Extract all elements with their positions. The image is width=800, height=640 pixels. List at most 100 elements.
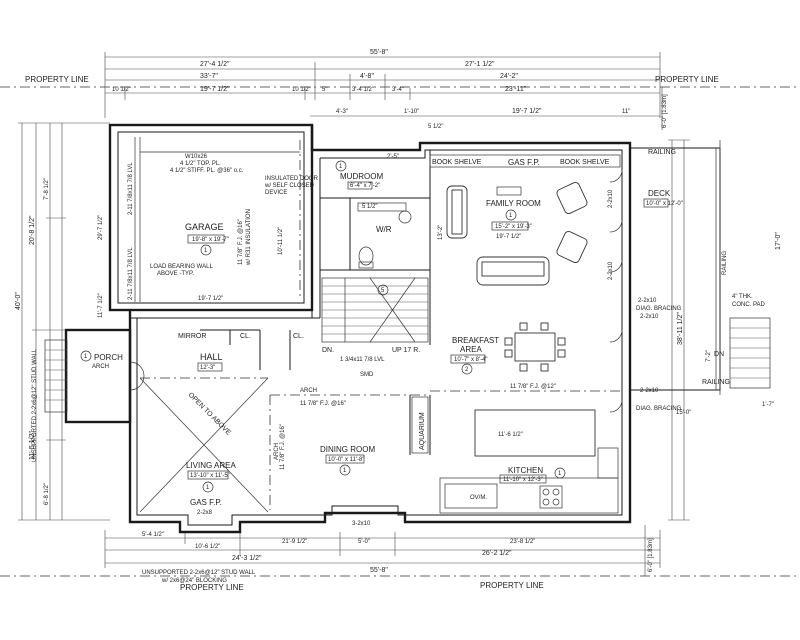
room-label: PORCH — [94, 353, 123, 362]
property-line-label: PROPERTY LINE — [480, 581, 544, 590]
room-symbol: 1 — [206, 485, 210, 491]
aquarium-label: AQUARIUM — [419, 412, 426, 450]
joist-note: 11 7/8" F.J. @16" — [238, 219, 244, 265]
beam-note: 1 3/4x11 7/8 LVL — [340, 357, 385, 363]
note: ABOVE -TYP. — [157, 271, 194, 277]
dim: 1'-10" — [404, 109, 419, 115]
dim: 5'-0" — [358, 539, 370, 545]
beam-label: 2-2x10 — [638, 298, 657, 304]
dim: 5 1/2" — [428, 124, 443, 130]
label-mirror: MIRROR — [178, 333, 206, 340]
note: CONC. PAD — [732, 302, 766, 308]
property-line-label: PROPERTY LINE — [25, 75, 89, 84]
dim: 20'-8 1/2" — [29, 215, 36, 245]
kitchen: 11'-6 1/2" OV/M. KITCHEN 11'-10" x 12'-3… — [439, 409, 619, 514]
porch: PORCH ARCH 1 — [44, 328, 145, 424]
dim: 29'-7 1/2" — [98, 215, 104, 240]
room-label: DECK — [648, 189, 671, 198]
garage: GARAGE 19'-8" x 19'-7" 1 LOAD BEARING WA… — [98, 123, 314, 318]
dim: 11'-6 1/2" — [498, 432, 523, 438]
dim: 23'-8 1/2" — [510, 539, 535, 545]
room-label: FAMILY ROOM — [486, 199, 541, 208]
stair-label: DN — [714, 351, 724, 358]
room-size: 15'-2" x 19'-3" — [495, 224, 532, 230]
smd-label: SMD — [360, 372, 374, 378]
room-size: 6'-4" x 7'-2" — [350, 183, 380, 189]
right-dimensions: 38'-11 1/2" 17'-0" 15'-0" 7'-2" 1'-7" — [668, 139, 782, 521]
dim: 13'-2" — [438, 225, 444, 240]
arch-label: ARCH — [92, 364, 109, 370]
dim-top-left: 27'-4 1/2" — [200, 61, 230, 68]
room-label: BREAKFAST — [452, 336, 499, 345]
beam-label: 2-2x10 — [608, 261, 614, 280]
dim: 7'-2" — [706, 350, 712, 362]
dim: 21'-9 1/2" — [282, 539, 307, 545]
room-symbol: 1 — [339, 164, 343, 170]
property-line-label: PROPERTY LINE — [655, 75, 719, 84]
joist-note: 11 7/8" F.J. @16" — [300, 401, 346, 407]
dim: 24'-2" — [500, 73, 518, 80]
room-symbol: 1 — [558, 471, 562, 477]
note: DEVICE — [265, 190, 287, 196]
room-label: KITCHEN — [508, 466, 543, 475]
beam-label: 2-2x10 — [640, 388, 659, 394]
room-symbol: 1 — [84, 354, 88, 360]
dim: 5'-4 1/2" — [142, 532, 164, 538]
note: LOAD BEARING WALL — [150, 264, 213, 270]
dim: 10 1/2" — [112, 87, 131, 93]
note: INSULATED DOOR — [265, 176, 319, 182]
appliance-label: OV/M. — [470, 495, 487, 501]
open-to-above: OPEN TO ABOVE — [187, 391, 232, 436]
stair-treads — [322, 277, 428, 343]
dim: 11'-5 1/2" — [29, 430, 36, 460]
arch-label: ARCH — [274, 443, 280, 460]
house-walls — [128, 125, 632, 534]
room-label: MUDROOM — [340, 172, 383, 181]
joist-note: w/ R31 INSULATION — [246, 209, 252, 266]
dim: 1'-7" — [762, 402, 774, 408]
dim: 10'-11 1/2" — [278, 227, 284, 255]
dim: 11" — [622, 109, 630, 115]
left-dimensions: 40'-0" 20'-8 1/2" 11'-5 1/2" 7'-8 1/2" 6… — [15, 122, 110, 521]
railing-label: RAILING — [648, 149, 676, 156]
dim: 3'-4 1/2" — [352, 87, 374, 93]
dim: 4'-3" — [336, 109, 348, 115]
room-label: LIVING AREA — [186, 461, 236, 470]
room-symbol: 2 — [465, 367, 469, 373]
stair-label: DN. — [322, 347, 334, 354]
dim: 24'-3 1/2" — [232, 555, 262, 562]
room-symbol: 1 — [204, 248, 208, 254]
dim-overall-top: 55'-8" — [370, 49, 388, 56]
family-room: BOOK SHELVE GAS F.P. BOOK SHELVE FAMILY … — [429, 154, 621, 286]
bracing-label: DIAG. BRACING — [636, 306, 682, 312]
setback-bottom: 6'-0" [1.83m] — [648, 538, 654, 572]
property-lines: PROPERTY LINE PROPERTY LINE PROPERTY LIN… — [0, 75, 800, 592]
beam-label: 2-2x10 — [608, 189, 614, 208]
stair-label: UP 17 R. — [392, 347, 420, 354]
note: 4 1/2" STIFF. PL. @36" o.c. — [170, 168, 244, 174]
note: 4 1/2" TOP. PL. — [180, 161, 221, 167]
dim: 2'-5" — [387, 154, 399, 160]
beam-label: 2-2x8 — [197, 510, 213, 516]
note: w/ SELF CLOSED — [264, 183, 315, 189]
dining-room: AQUARIUM DINING ROOM 10'-0" x 11'-8" 1 1… — [269, 372, 431, 527]
room-size: 12'-3" — [200, 365, 215, 371]
dim: 38'-11 1/2" — [677, 312, 684, 345]
room-label: GARAGE — [185, 222, 224, 232]
stud-wall-note: w/ 2x6@24" BLOCKING — [161, 578, 227, 584]
beam-note: 2-11 7/8x11 7/8 LVL — [128, 247, 134, 300]
label-book-shelve: BOOK SHELVE — [432, 159, 482, 166]
room-size: 10'-0" x 11'-8" — [328, 457, 364, 463]
stud-wall-note: UNSUPPORTED 2-2x6@12" STUD WALL — [32, 348, 38, 462]
room-size: 19'-8" x 19'-7" — [192, 237, 229, 243]
room-label: HALL — [200, 352, 223, 362]
dim: 11'-7 1/2" — [98, 293, 104, 318]
property-line-label: PROPERTY LINE — [180, 583, 244, 592]
stud-wall-note: UNSUPPORTED 2-2x6@12" STUD WALL — [142, 570, 256, 576]
deck: RAILING RAILING RAILING DECK 10'-0" x 12… — [608, 140, 771, 413]
room-size: 13'-10" x 11'-5" — [190, 473, 230, 479]
room-symbol: 5 — [381, 288, 385, 294]
beam-label: 3-2x10 — [352, 521, 371, 527]
dim-left-total: 40'-0" — [15, 292, 22, 310]
